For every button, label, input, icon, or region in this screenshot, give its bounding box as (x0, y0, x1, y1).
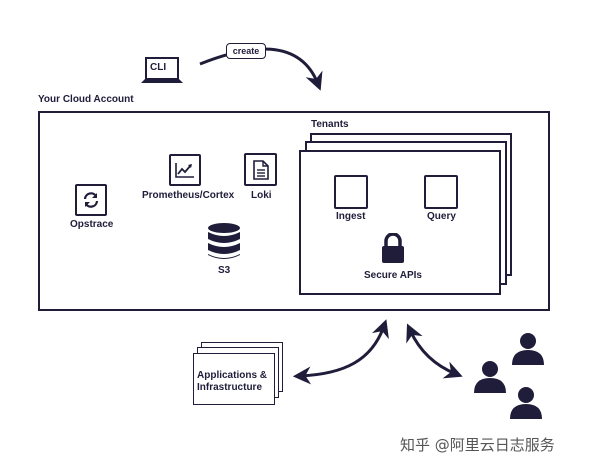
cli-laptop[interactable]: CLI (140, 56, 184, 86)
loki-box[interactable] (244, 153, 277, 186)
cloud-account-title: Your Cloud Account (38, 94, 134, 105)
prometheus-box[interactable] (169, 154, 201, 186)
ingest-box[interactable] (334, 175, 368, 209)
chart-trend-icon (175, 163, 194, 178)
user-icon (512, 333, 544, 365)
users-cloud-arrow (406, 323, 463, 379)
opstrace-box[interactable] (75, 184, 107, 216)
lock-icon (382, 232, 404, 263)
create-arrow (199, 47, 323, 91)
create-pill: create (226, 43, 266, 59)
prometheus-label: Prometheus/Cortex (142, 190, 235, 201)
query-label: Query (427, 211, 456, 222)
user-icon (474, 361, 506, 393)
s3-storage[interactable] (206, 222, 242, 262)
create-label: create (232, 46, 260, 56)
refresh-icon (83, 192, 99, 208)
apps-label-line2: Infrastructure (197, 382, 263, 393)
tenant-card-front (299, 150, 501, 295)
watermark-text: 知乎 @阿里云日志服务 (400, 436, 555, 454)
secure-apis[interactable] (380, 232, 406, 265)
query-box[interactable] (424, 175, 458, 209)
opstrace-label: Opstrace (70, 219, 114, 230)
tenants-title: Tenants (311, 119, 349, 130)
s3-label: S3 (218, 265, 231, 276)
laptop-icon (141, 57, 183, 83)
cli-label: CLI (150, 62, 167, 73)
database-icon (208, 223, 240, 259)
apps-cloud-arrow (292, 319, 389, 385)
apps-label-line1: Applications & (197, 370, 268, 381)
loki-label: Loki (251, 190, 272, 201)
secure-apis-label: Secure APIs (364, 270, 422, 281)
document-icon (252, 159, 269, 180)
user-icon (510, 387, 542, 419)
ingest-label: Ingest (336, 211, 366, 222)
apps-card-front[interactable]: Applications & Infrastructure (193, 353, 275, 405)
